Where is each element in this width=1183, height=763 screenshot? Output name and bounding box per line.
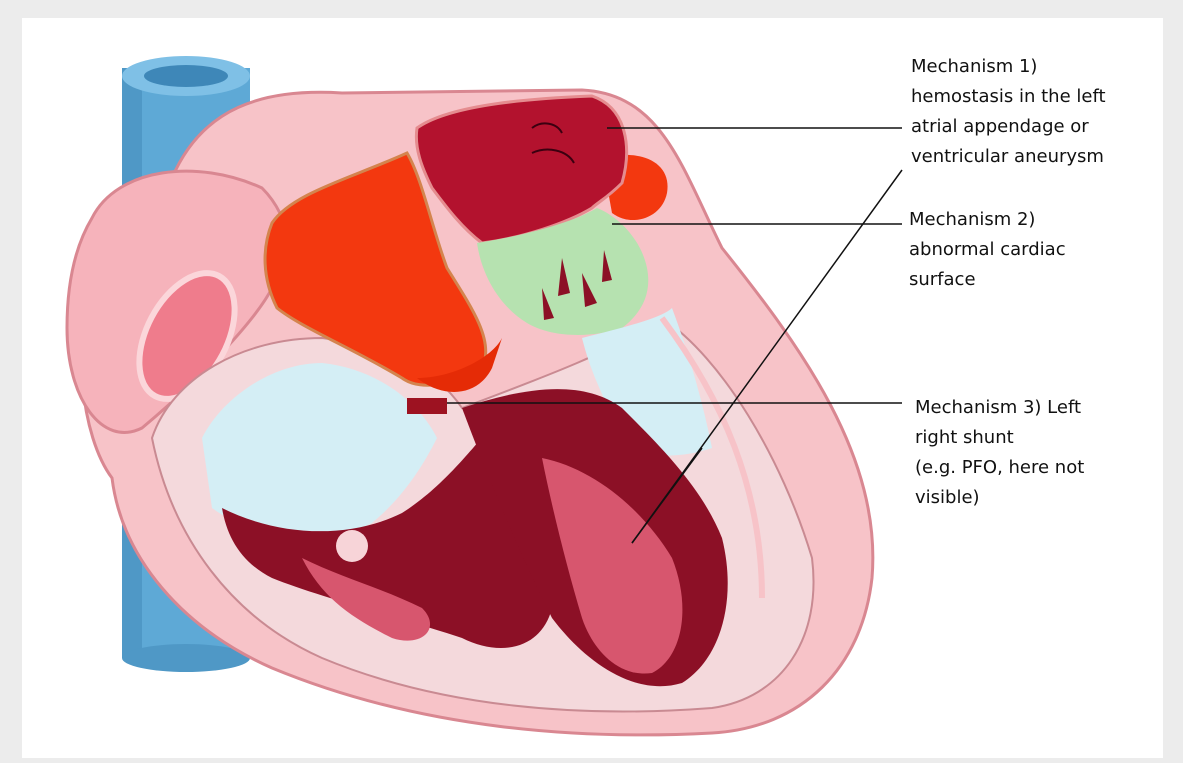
mechanism-3-label: Mechanism 3) Left right shunt (e.g. PFO,…: [915, 393, 1155, 513]
figure-panel: Mechanism 1) hemostasis in the left atri…: [22, 18, 1163, 758]
mechanism-2-label: Mechanism 2) abnormal cardiac surface: [909, 205, 1149, 295]
mechanism-1-label: Mechanism 1) hemostasis in the left atri…: [911, 52, 1151, 172]
shunt-marker: [407, 398, 447, 414]
